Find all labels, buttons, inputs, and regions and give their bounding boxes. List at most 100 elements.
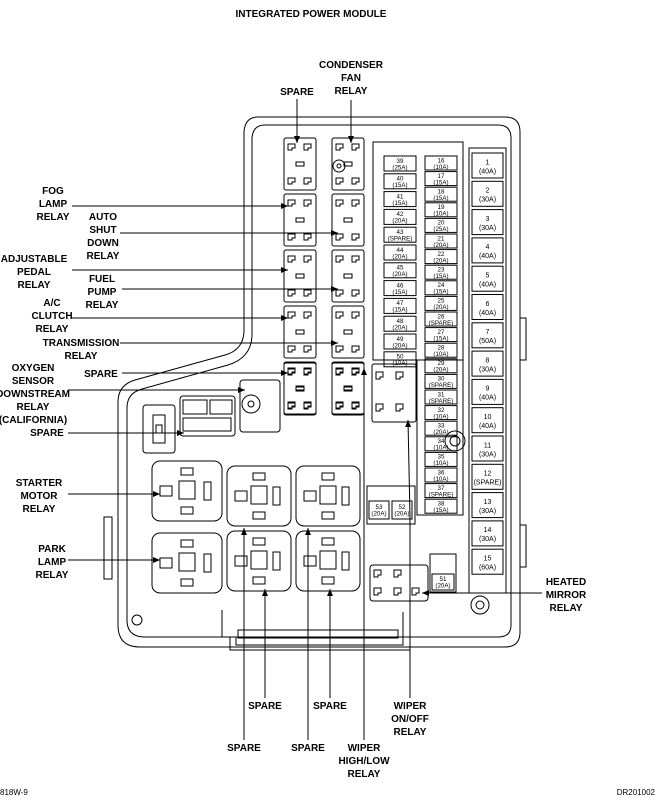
maxi-fuse-1-rating: (40A) (479, 168, 496, 175)
mini-fuse-34-number: 34 (438, 438, 445, 445)
mini-relay-0-0 (283, 137, 317, 191)
label-transmission-relay-line: TRANSMISSION (43, 338, 120, 349)
leader-fuel-pump-relay-arrowhead (331, 286, 338, 292)
mini-fuse-23-rating: (15A) (433, 273, 448, 280)
mini-fuse-30-number: 30 (438, 376, 445, 383)
mini-relay-5-1 (331, 362, 365, 416)
mini-fuse-39-rating: (25A) (392, 164, 407, 171)
mini-fuse-26-number: 26 (438, 313, 445, 320)
maxi-fuse-8: 8(30A) (471, 350, 504, 377)
maxi-fuse-9: 9(40A) (471, 378, 504, 405)
spare-connector-block (179, 395, 236, 437)
label-adjustable-pedal-relay-line: RELAY (18, 280, 51, 291)
maxi-fuse-12-number: 12 (484, 471, 492, 478)
maxi-fuse-5-rating: (40A) (479, 281, 496, 288)
mini-fuse-37: 37(SPARE) (424, 483, 458, 498)
big-relay-top-2 (226, 465, 292, 527)
mini-fuse-17-rating: (15A) (433, 179, 448, 186)
mini-relay-0-1 (331, 137, 365, 191)
mini-fuse-25: 25(20A) (424, 295, 458, 311)
mini-fuse-24: 24(15A) (424, 280, 458, 296)
mini-relay-2-0 (283, 249, 317, 303)
leader-heated-mirror-relay-arrowhead (422, 590, 429, 596)
mini-fuse-37-rating: (SPARE) (429, 491, 454, 498)
mini-fuse-32: 32(10A) (424, 405, 458, 420)
maxi-fuse-11-rating: (30A) (479, 451, 496, 458)
mini-fuse-43-number: 43 (397, 229, 404, 236)
mini-fuse-41-rating: (15A) (392, 200, 407, 207)
mini-fuse-42-rating: (20A) (392, 218, 407, 225)
starter-motor-relay-body (151, 460, 223, 522)
mini-fuse-48-number: 48 (397, 318, 404, 325)
label-spare-top: SPARE (280, 87, 314, 98)
mini-fuse-22: 22(20A) (424, 249, 458, 264)
mini-fuse-24-rating: (15A) (433, 289, 448, 296)
mini-fuse-38-number: 38 (438, 501, 445, 508)
mini-fuse-28-rating: (10A) (433, 351, 448, 358)
mini-fuse-28-number: 28 (438, 345, 445, 352)
leader-spare-left-arrowhead (177, 430, 184, 436)
maxi-fuse-2-rating: (30A) (479, 197, 496, 204)
maxi-fuse-5: 5(40A) (471, 265, 504, 292)
leader-spare-b2-arrowhead (327, 589, 333, 596)
maxi-fuse-4-rating: (40A) (479, 253, 496, 260)
mini-fuse-51: 51(20A) (431, 573, 455, 591)
leader-starter-motor-relay-arrowhead (153, 491, 160, 497)
label-ac-clutch-relay-line: RELAY (36, 324, 69, 335)
mini-fuse-34: 34(10A) (424, 436, 458, 452)
wiper-relay-pair (371, 363, 417, 423)
label-oxygen-sensor-relay-line: DOWNSTREAM (0, 389, 70, 400)
label-auto-shut-down-relay-line: DOWN (87, 238, 119, 249)
label-oxygen-sensor-relay-line: SENSOR (12, 376, 55, 387)
maxi-fuse-3-number: 3 (486, 216, 490, 223)
mini-fuse-38: 38(15A) (424, 498, 458, 514)
label-adjustable-pedal-relay-line: ADJUSTABLE (1, 254, 68, 265)
mini-fuse-49-number: 49 (397, 336, 404, 343)
park-lamp-relay-body (151, 532, 223, 594)
maxi-fuse-4-number: 4 (486, 244, 490, 251)
label-fog-lamp-relay-line: LAMP (39, 199, 68, 210)
mini-relay-1-0 (283, 193, 317, 247)
maxi-fuse-2: 2(30A) (471, 180, 504, 207)
maxi-fuse-6-number: 6 (486, 301, 490, 308)
label-adjustable-pedal-relay-line: PEDAL (17, 267, 51, 278)
mini-relay-5-0 (283, 362, 317, 416)
label-ac-clutch-relay-line: A/C (43, 298, 60, 309)
big-relay-top-3 (295, 465, 361, 527)
oxygen-sensor-relay-block (239, 379, 281, 433)
maxi-fuse-13: 13(30A) (471, 492, 504, 519)
mini-fuse-32-rating: (10A) (433, 413, 448, 420)
maxi-fuse-6: 6(40A) (471, 294, 504, 320)
mini-fuse-53-number: 53 (376, 504, 383, 511)
mini-fuse-40-rating: (15A) (392, 182, 407, 189)
label-oxygen-sensor-relay-line: OXYGEN (12, 363, 55, 374)
mini-fuse-28: 28(10A) (424, 342, 458, 358)
label-transmission-relay-line: RELAY (65, 351, 98, 362)
mini-fuse-21-rating: (20A) (433, 242, 448, 249)
mini-fuse-36-rating: (10A) (433, 476, 448, 483)
maxi-fuse-4: 4 (40A) (471, 237, 504, 264)
mini-fuse-34-rating: (10A) (433, 445, 448, 452)
mini-fuse-17: 17(15A) (424, 171, 458, 186)
mini-fuse-18-rating: (15A) (433, 195, 448, 202)
maxi-fuse-12-rating: (SPARE) (474, 480, 502, 487)
mini-fuse-29-number: 29 (438, 360, 445, 367)
mini-fuse-52-rating: (20A) (394, 511, 409, 518)
label-fuel-pump-relay-line: RELAY (86, 300, 119, 311)
mini-fuse-42: 42(20A) (383, 208, 417, 225)
label-wiper-on-off-relay-line: ON/OFF (391, 714, 429, 725)
mini-fuse-31-rating: (SPARE) (429, 398, 454, 405)
label-adjustable-pedal-relay: ADJUSTABLE PEDAL RELAY (1, 254, 68, 291)
leader-spare-b4-arrowhead (305, 528, 311, 535)
label-spare-mid: SPARE (84, 369, 118, 380)
maxi-fuse-14-rating: (30A) (479, 536, 496, 543)
leader-condenser-fan-relay-arrowhead (348, 136, 354, 143)
mini-fuse-20: 20(25A) (424, 217, 458, 233)
label-condenser-fan-relay-line: FAN (341, 73, 361, 84)
mini-fuse-26: 26(SPARE) (424, 311, 458, 327)
